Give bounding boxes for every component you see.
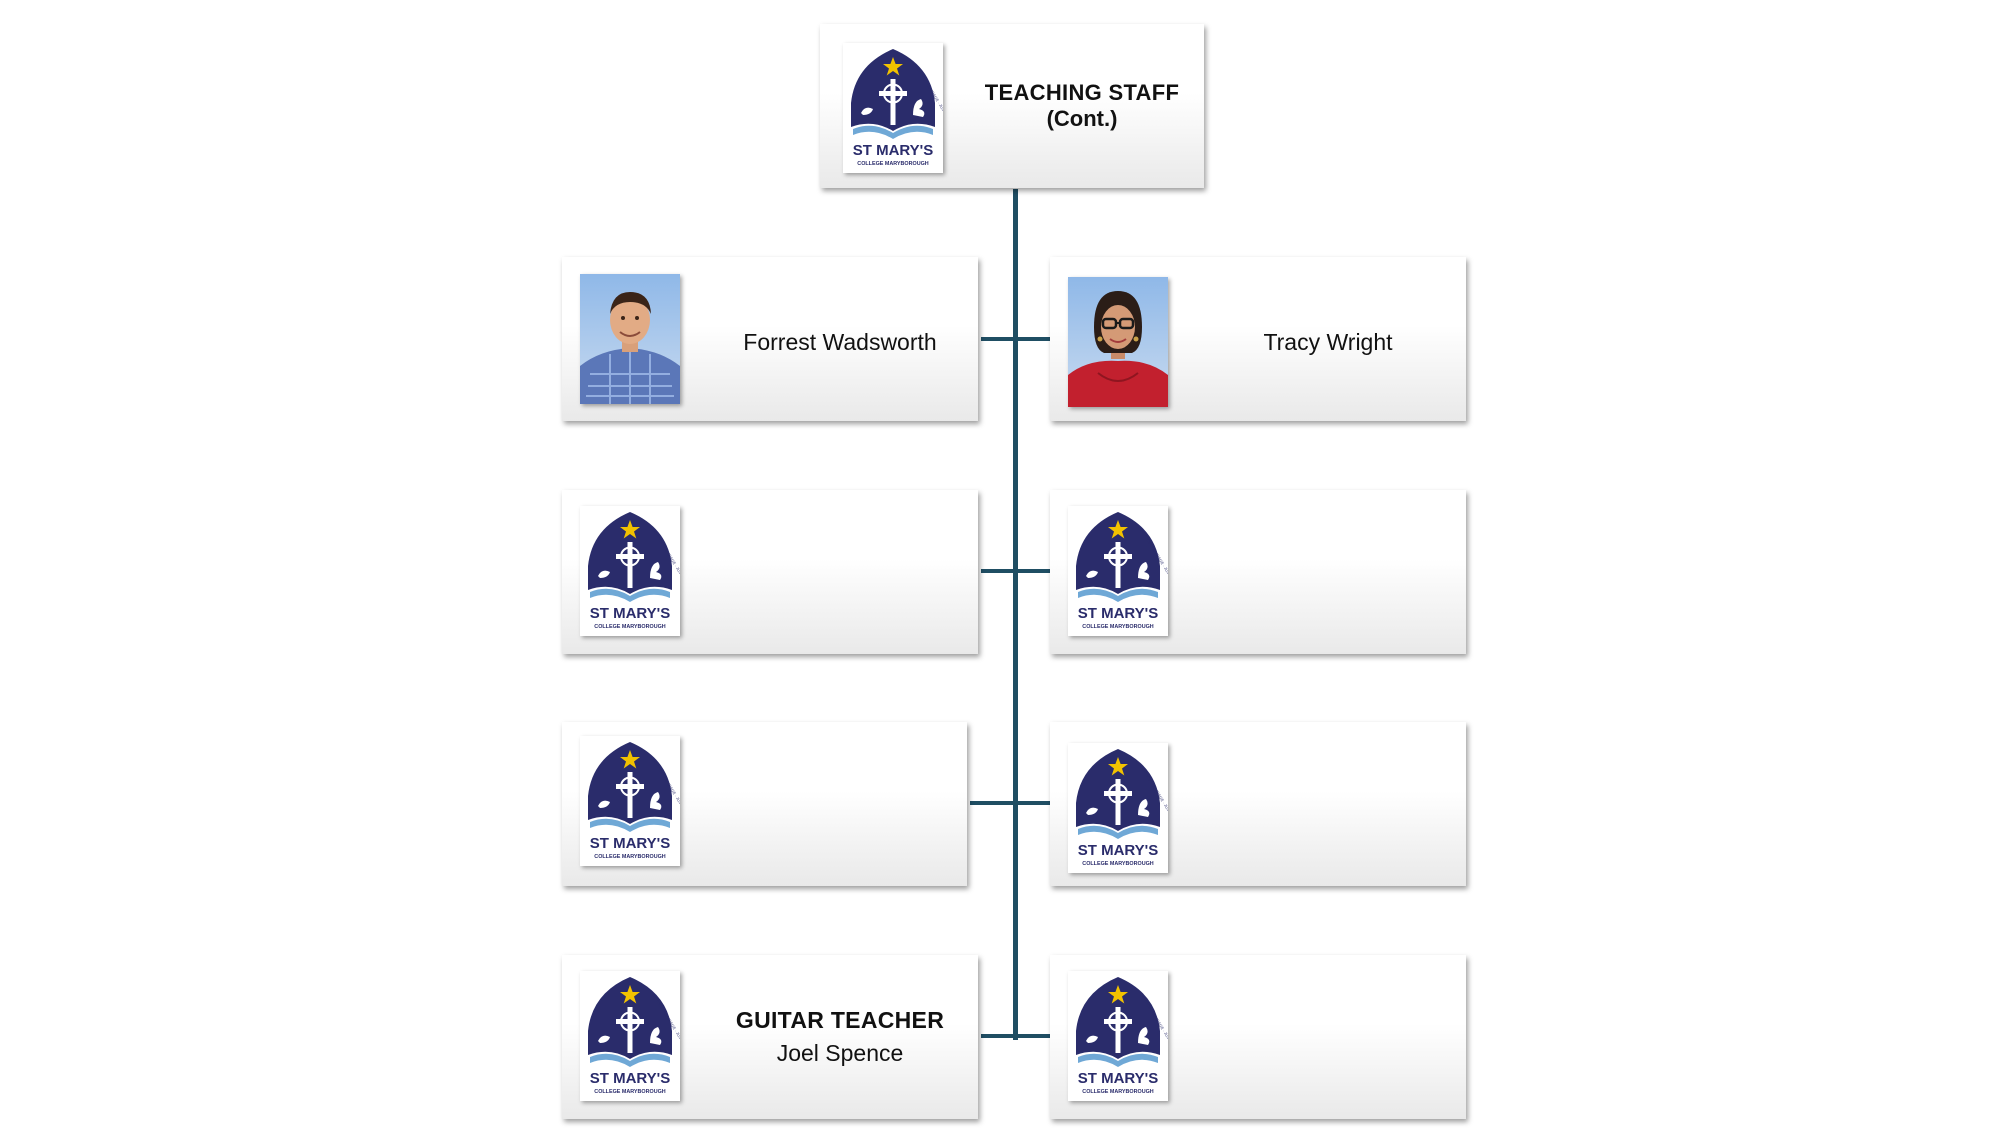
college-crest-logo: SERVICE · COURAGE · JUSTICEST MARY'SCOLL… (1068, 506, 1168, 636)
staff-photo (1068, 277, 1168, 407)
svg-text:ST MARY'S: ST MARY'S (853, 142, 934, 159)
college-crest-logo: SERVICE · COURAGE · JUSTICEST MARY'SCOLL… (580, 971, 680, 1101)
college-crest-logo: SERVICE · COURAGE · JUSTICEST MARY'SCOLL… (1068, 743, 1168, 873)
staff-name: Joel Spence (776, 1040, 904, 1066)
svg-text:COLLEGE MARYBOROUGH: COLLEGE MARYBOROUGH (594, 1089, 665, 1095)
svg-text:ST MARY'S: ST MARY'S (1078, 605, 1159, 622)
chart-subtitle: (Cont.) (1046, 106, 1118, 131)
branch-connector-row-2 (981, 569, 1050, 573)
svg-text:ST MARY'S: ST MARY'S (590, 1070, 671, 1087)
svg-text:COLLEGE MARYBOROUGH: COLLEGE MARYBOROUGH (594, 624, 665, 630)
svg-text:ST MARY'S: ST MARY'S (590, 835, 671, 852)
svg-text:ST MARY'S: ST MARY'S (590, 605, 671, 622)
svg-text:COLLEGE MARYBOROUGH: COLLEGE MARYBOROUGH (1082, 624, 1153, 630)
staff-card: SERVICE · COURAGE · JUSTICEST MARY'SCOLL… (1050, 955, 1466, 1119)
staff-photo (580, 274, 680, 404)
trunk-connector-line (1013, 189, 1018, 1040)
staff-role: GUITAR TEACHER (735, 1007, 945, 1033)
svg-text:COLLEGE MARYBOROUGH: COLLEGE MARYBOROUGH (1082, 1089, 1153, 1095)
staff-card: Tracy Wright (1050, 257, 1466, 421)
staff-card: SERVICE · COURAGE · JUSTICEST MARY'SCOLL… (1050, 490, 1466, 654)
svg-text:COLLEGE MARYBOROUGH: COLLEGE MARYBOROUGH (857, 161, 928, 167)
staff-card: SERVICE · COURAGE · JUSTICEST MARY'SCOLL… (1050, 722, 1466, 886)
staff-card: SERVICE · COURAGE · JUSTICEST MARY'SCOLL… (562, 955, 978, 1119)
staff-card: SERVICE · COURAGE · JUSTICEST MARY'SCOLL… (562, 722, 967, 886)
staff-name: Tracy Wright (1263, 328, 1393, 355)
svg-text:COLLEGE MARYBOROUGH: COLLEGE MARYBOROUGH (594, 854, 665, 860)
svg-text:ST MARY'S: ST MARY'S (1078, 842, 1159, 859)
staff-card: SERVICE · COURAGE · JUSTICEST MARY'SCOLL… (562, 490, 978, 654)
college-crest-logo: SERVICE · COURAGE · JUSTICEST MARY'SCOLL… (580, 506, 680, 636)
staff-card: Forrest Wadsworth (562, 257, 978, 421)
branch-connector-row-4 (981, 1034, 1050, 1038)
svg-text:ST MARY'S: ST MARY'S (1078, 1070, 1159, 1087)
header-card: SERVICE · COURAGE · JUSTICEST MARY'SCOLL… (820, 24, 1204, 188)
college-crest-logo: SERVICE · COURAGE · JUSTICEST MARY'SCOLL… (580, 736, 680, 866)
college-crest-logo: SERVICE · COURAGE · JUSTICEST MARY'SCOLL… (843, 43, 943, 173)
svg-text:COLLEGE MARYBOROUGH: COLLEGE MARYBOROUGH (1082, 861, 1153, 867)
branch-connector-row-1 (981, 337, 1050, 341)
college-crest-logo: SERVICE · COURAGE · JUSTICEST MARY'SCOLL… (1068, 971, 1168, 1101)
chart-title: TEACHING STAFF (984, 80, 1180, 105)
branch-connector-row-3 (970, 801, 1050, 805)
staff-name: Forrest Wadsworth (743, 328, 937, 355)
